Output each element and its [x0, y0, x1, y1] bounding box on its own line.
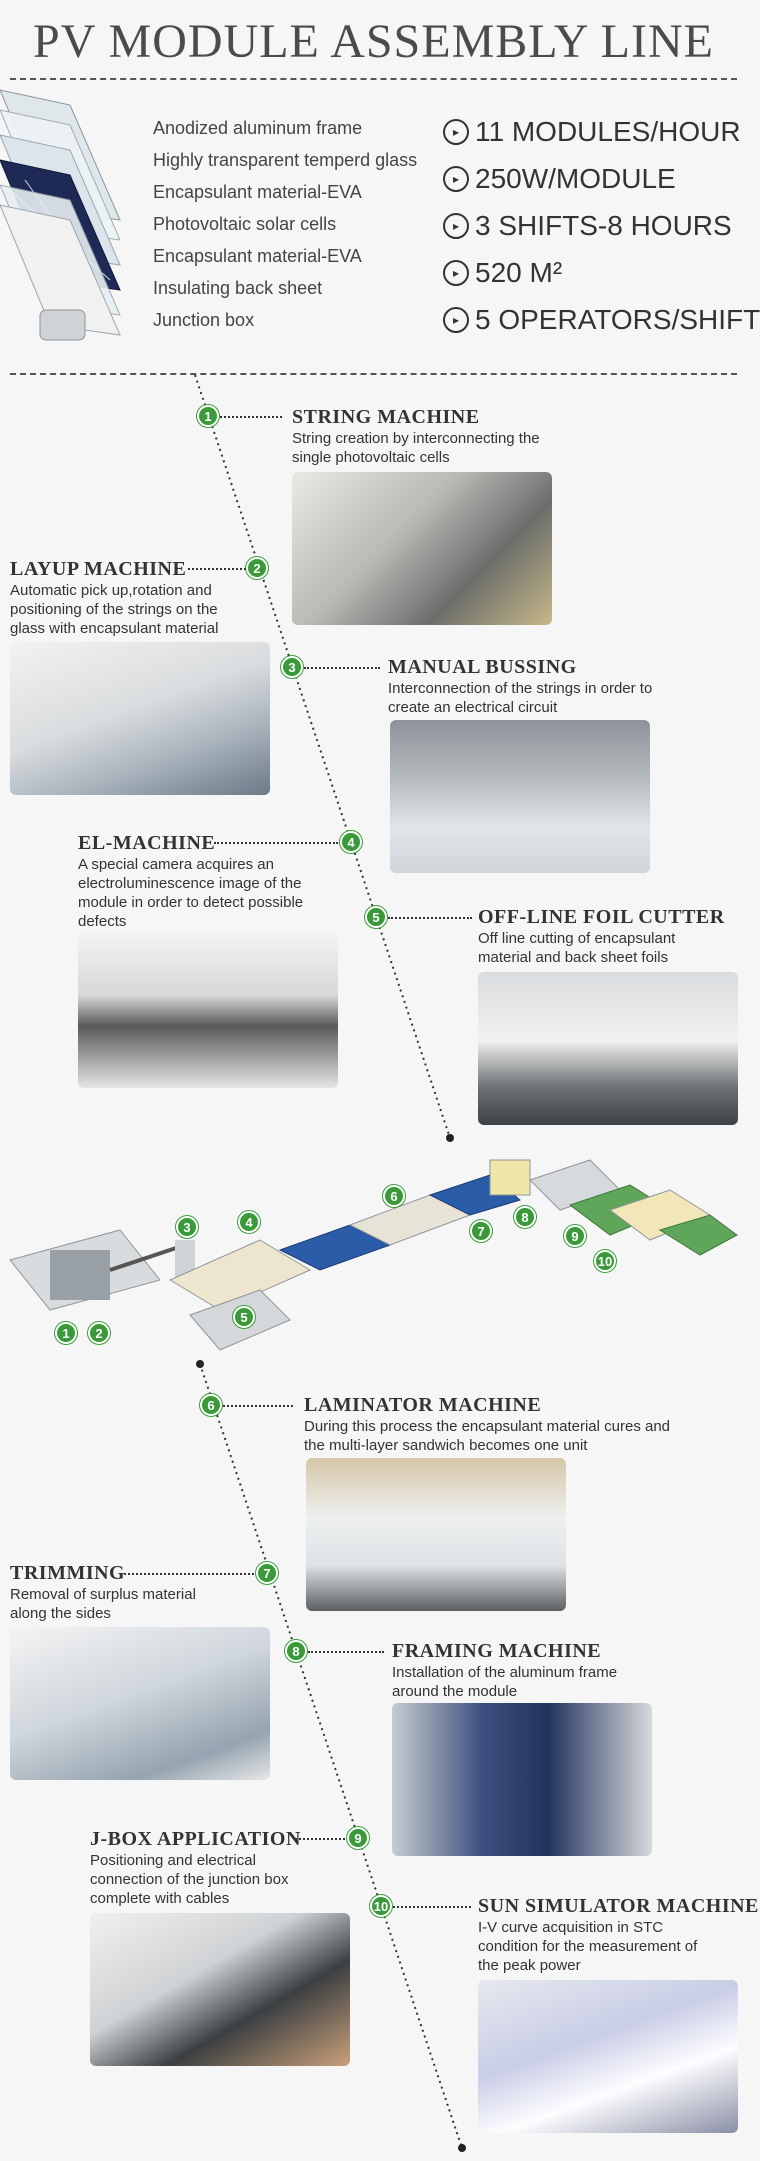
spec-text: 5 OPERATORS/SHIFT: [475, 304, 760, 335]
step-title-layup-machine: LAYUP MACHINE: [10, 558, 187, 580]
spec-text: 520 M²: [475, 257, 563, 288]
step-title-framing-machine: FRAMING MACHINE: [392, 1640, 602, 1662]
step-badge-7: 7: [256, 1562, 278, 1584]
overview-badge: 9: [564, 1225, 586, 1247]
top-divider: [10, 78, 737, 80]
step-desc-layup-machine: Automatic pick up,rotation and positioni…: [10, 582, 219, 637]
step-desc-framing-machine: Installation of the aluminum frame aroun…: [392, 1664, 618, 1700]
j-box-application-photo: [90, 1913, 350, 2066]
laminator-machine-photo: [306, 1458, 566, 1611]
string-machine-photo: [292, 472, 552, 625]
step-badge-1: 1: [197, 405, 219, 427]
step-badge-6: 6: [200, 1394, 222, 1416]
step-badge-10: 10: [370, 1895, 392, 1917]
layup-machine-photo: [10, 642, 270, 795]
step-title-manual-bussing: MANUAL BUSSING: [388, 656, 577, 678]
arrow-circle-icon: ▸: [443, 166, 469, 192]
spec-item: ▸3 SHIFTS-8 HOURS: [443, 210, 732, 242]
step-desc-string-machine: String creation by interconnecting the s…: [292, 430, 540, 466]
leader-line: [188, 568, 246, 570]
step-title-sun-simulator-machine: SUN SIMULATOR MACHINE: [478, 1895, 759, 1917]
step-desc-trimming: Removal of surplus material along the si…: [10, 1586, 196, 1622]
step-desc-el-machine: A special camera acquires an electrolumi…: [78, 856, 304, 930]
spec-item: ▸5 OPERATORS/SHIFT: [443, 304, 760, 336]
leader-line: [308, 1651, 384, 1653]
leader-line: [295, 1838, 345, 1840]
manual-bussing-photo: [390, 720, 650, 873]
mid-divider: [10, 373, 737, 375]
leader-line: [393, 1906, 471, 1908]
step-badge-9: 9: [347, 1827, 369, 1849]
layer-label: Highly transparent temperd glass: [153, 150, 418, 170]
leader-line: [388, 917, 472, 919]
step-title-off-line-foil-cutter: OFF-LINE FOIL CUTTER: [478, 906, 725, 928]
layer-label: Junction box: [153, 310, 255, 330]
step-title-trimming: TRIMMING: [10, 1562, 126, 1584]
sun-simulator-machine-photo: [478, 1980, 738, 2133]
leader-line: [223, 1405, 293, 1407]
arrow-circle-icon: ▸: [443, 119, 469, 145]
leader-line: [304, 667, 380, 669]
module-layers-illustration: [0, 89, 121, 341]
trimming-photo: [10, 1627, 270, 1780]
step-title-j-box-application: J-BOX APPLICATION: [90, 1828, 301, 1850]
step-badge-5: 5: [365, 906, 387, 928]
framing-machine-photo: [392, 1703, 652, 1856]
spec-item: ▸11 MODULES/HOUR: [443, 116, 741, 148]
layer-label: Encapsulant material-EVA: [153, 246, 362, 266]
overview-badge: 7: [470, 1220, 492, 1242]
overview-badge: 3: [176, 1216, 198, 1238]
spec-text: 11 MODULES/HOUR: [475, 116, 741, 147]
assembly-line-overview: [9, 1159, 738, 1351]
overview-badge: 10: [594, 1250, 616, 1272]
overview-badge: 8: [514, 1206, 536, 1228]
page-title: PV MODULE ASSEMBLY LINE: [33, 15, 714, 68]
leader-line: [220, 416, 282, 418]
el-machine-photo: [78, 933, 338, 1088]
spec-text: 3 SHIFTS-8 HOURS: [475, 210, 732, 241]
layer-label: Photovoltaic solar cells: [153, 214, 337, 234]
leader-line: [214, 842, 338, 844]
step-title-laminator-machine: LAMINATOR MACHINE: [304, 1394, 542, 1416]
off-line-foil-cutter-photo: [478, 972, 738, 1125]
spec-item: ▸520 M²: [443, 257, 562, 289]
step-badge-3: 3: [281, 656, 303, 678]
arrow-circle-icon: ▸: [443, 260, 469, 286]
overview-badge: 2: [88, 1322, 110, 1344]
overview-badge: 6: [383, 1185, 405, 1207]
step-desc-manual-bussing: Interconnection of the strings in order …: [388, 680, 653, 716]
step-desc-laminator-machine: During this process the encapsulant mate…: [304, 1418, 671, 1454]
leader-line: [120, 1573, 254, 1575]
step-badge-4: 4: [340, 831, 362, 853]
layer-label: Anodized aluminum frame: [153, 118, 363, 138]
step-desc-sun-simulator-machine: I-V curve acquisition in STC condition f…: [478, 1919, 698, 1974]
layer-label: Encapsulant material-EVA: [153, 182, 362, 202]
spec-item: ▸250W/MODULE: [443, 163, 676, 195]
overview-badge: 5: [233, 1306, 255, 1328]
step-title-string-machine: STRING MACHINE: [292, 406, 480, 428]
step-title-el-machine: EL-MACHINE: [78, 832, 216, 854]
step-badge-8: 8: [285, 1640, 307, 1662]
step-desc-j-box-application: Positioning and electrical connection of…: [90, 1852, 289, 1907]
step-badge-2: 2: [246, 557, 268, 579]
overview-badge: 4: [238, 1211, 260, 1233]
arrow-circle-icon: ▸: [443, 213, 469, 239]
spec-text: 250W/MODULE: [475, 163, 676, 194]
step-desc-off-line-foil-cutter: Off line cutting of encapsulant material…: [478, 930, 676, 966]
arrow-circle-icon: ▸: [443, 307, 469, 333]
overview-badge: 1: [55, 1322, 77, 1344]
layer-label: Insulating back sheet: [153, 278, 323, 298]
